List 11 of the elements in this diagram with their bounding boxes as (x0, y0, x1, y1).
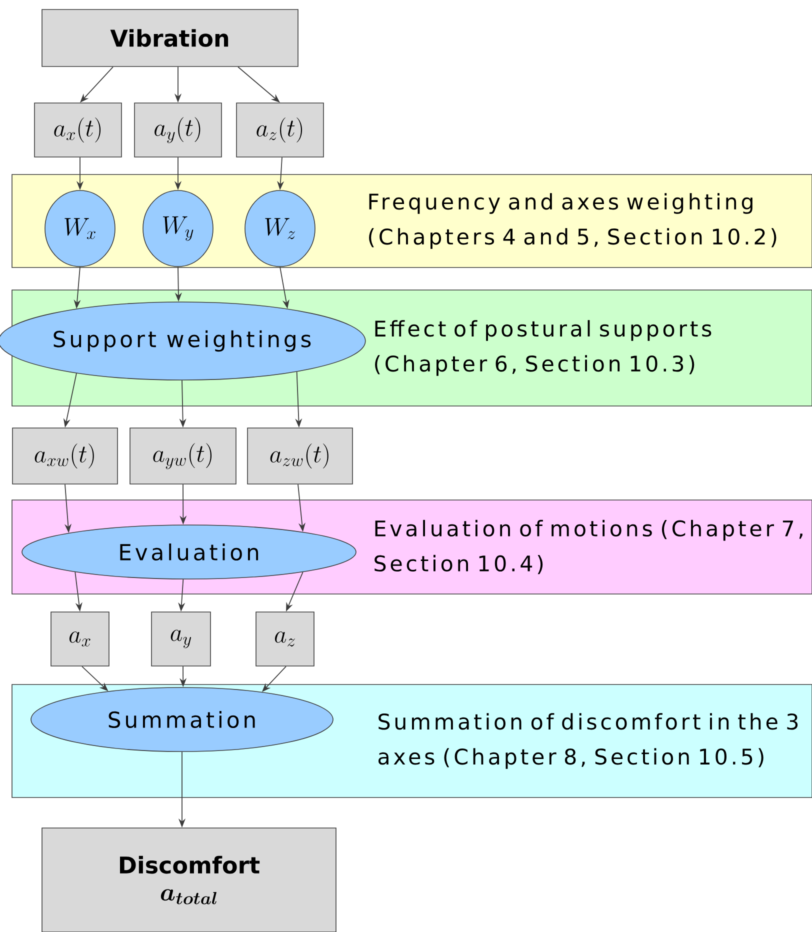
signal-box: $a_x$ (50, 612, 110, 666)
signal-box: $a_{yw}(t)$ (130, 428, 236, 484)
signal-box: $a_{xw}(t)$ (12, 428, 118, 484)
signal-box: Vibration (42, 9, 298, 67)
signal-box: $a_y(t)$ (134, 102, 222, 158)
signal-box: $a_z(t)$ (236, 102, 324, 158)
signal-box: $a_z$ (256, 612, 314, 666)
signal-box: $a_x(t)$ (34, 102, 122, 158)
signal-box: Discomfort $a_{total}$ (42, 828, 336, 932)
signal-box: $a_{zw}(t)$ (247, 428, 353, 484)
signal-box: $a_y$ (151, 612, 211, 666)
